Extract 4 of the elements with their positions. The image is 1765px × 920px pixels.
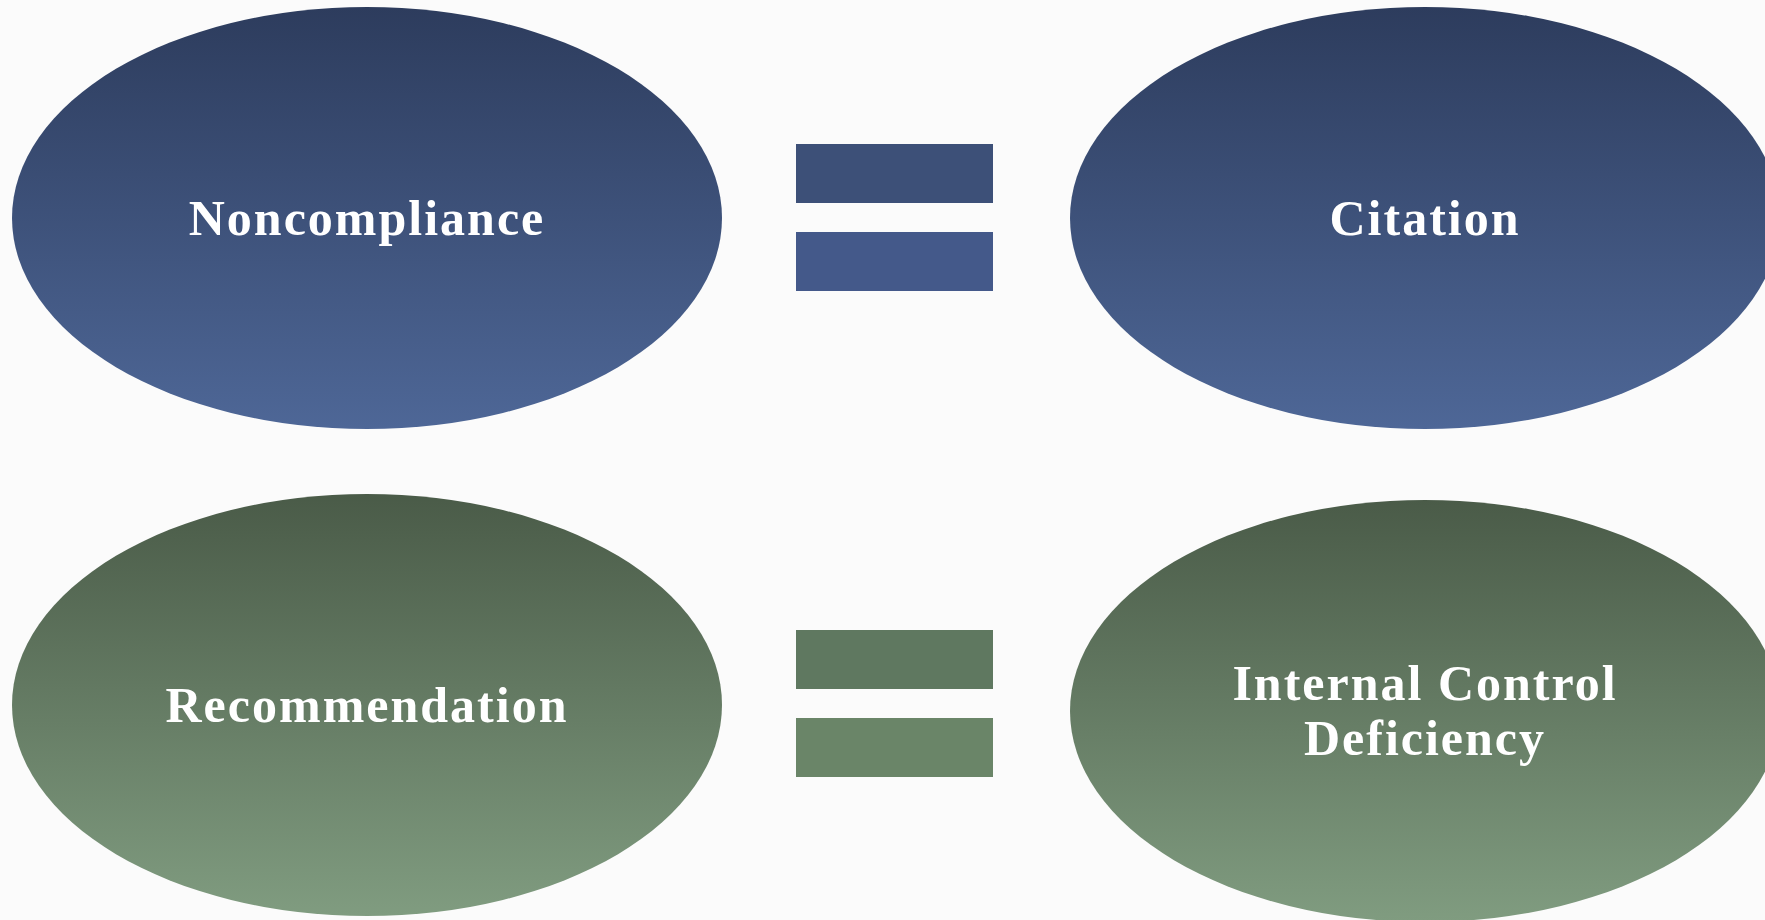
- node-label: Internal Control Deficiency: [1231, 656, 1619, 766]
- node-label: Recommendation: [165, 677, 569, 733]
- node-label: Noncompliance: [188, 190, 546, 246]
- node-label: Citation: [1329, 190, 1521, 246]
